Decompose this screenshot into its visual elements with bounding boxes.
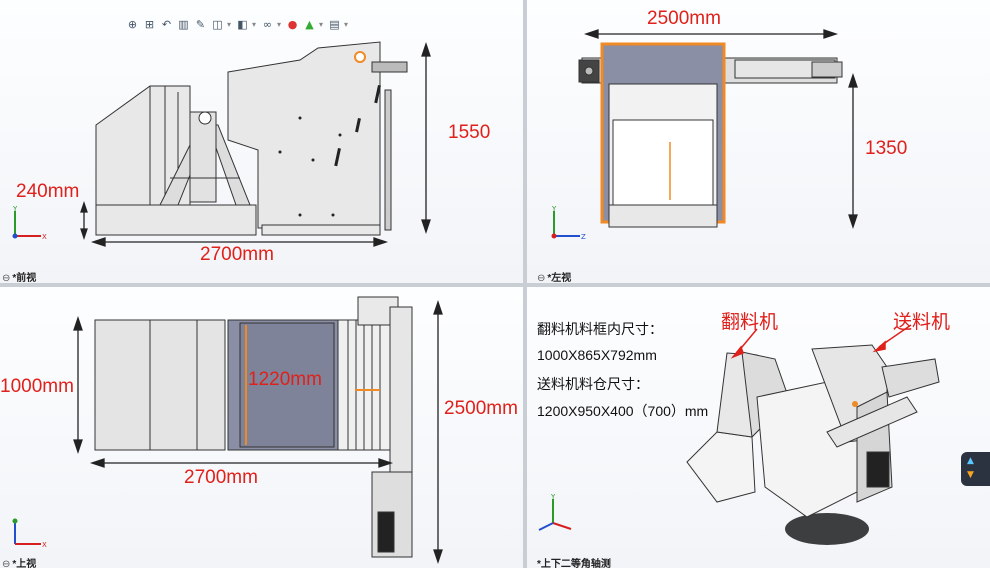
front-view-drawing: [80, 41, 431, 247]
callout-flipper: 翻料机: [721, 312, 779, 333]
svg-text:Z: Z: [581, 233, 586, 241]
axis-triad: Y X: [12, 205, 47, 241]
dimension-height: 1550: [448, 122, 491, 143]
spec-note-line3: 送料机料仓尺寸：: [537, 376, 649, 392]
apply-scene-icon[interactable]: ▲: [305, 17, 314, 31]
view-label-front: ⊖*前视: [2, 273, 37, 283]
left-view-drawing: [578, 29, 858, 230]
dropdown-arrow-icon[interactable]: ▾: [252, 19, 257, 29]
viewport-isometric[interactable]: 翻料机料框内尺寸： 1000X865X792mm 送料机料仓尺寸： 1200X9…: [527, 287, 990, 568]
feeder-housing: [227, 41, 381, 229]
dropdown-arrow-icon[interactable]: ▾: [227, 19, 232, 29]
dropdown-arrow-icon[interactable]: ▾: [319, 19, 324, 29]
link-icon: ⊖: [2, 273, 11, 283]
dropdown-arrow-icon[interactable]: ▾: [344, 19, 349, 29]
svg-text:Y: Y: [12, 205, 18, 213]
spec-note-line1: 翻料机料框内尺寸：: [537, 321, 663, 337]
view-label-isometric: *上下二等角轴测: [537, 559, 611, 568]
edit-appearance-icon[interactable]: ●: [287, 17, 298, 31]
viewport-top[interactable]: 1000mm 1220mm 2700mm 2500mm X ⊖*上视: [0, 287, 523, 568]
dynamic-annotation-icon[interactable]: ✎: [195, 17, 206, 31]
zoom-to-fit-icon[interactable]: ⊕: [127, 17, 138, 31]
dimension-length: 2700mm: [184, 467, 258, 488]
dimension-width: 2500mm: [647, 8, 721, 29]
axis-triad: Y Z: [551, 205, 586, 241]
arrow-up-icon[interactable]: ▲: [967, 456, 974, 466]
dimension-width: 2700mm: [200, 244, 274, 265]
svg-text:X: X: [42, 233, 47, 241]
iso-flipper-side: [686, 431, 756, 503]
dimension-inner: 1220mm: [248, 369, 322, 390]
view-settings-icon[interactable]: ▤: [329, 17, 340, 31]
display-style-icon[interactable]: ◧: [237, 17, 248, 31]
dropdown-arrow-icon[interactable]: ▾: [277, 19, 282, 29]
svg-text:Y: Y: [550, 493, 556, 501]
spec-note-line4: 1200X950X400（700）mm: [537, 403, 709, 419]
top-view-drawing: [73, 296, 443, 565]
view-cube-control[interactable]: ▲ ▼: [961, 452, 990, 486]
arrow-down-icon[interactable]: ▼: [967, 470, 974, 480]
viewport-splitter-horizontal[interactable]: [0, 283, 990, 287]
viewport-front[interactable]: ⊕ ⊞ ↶ ▥ ✎ ◫ ▾ ◧ ▾ ∞ ▾ ● ▲ ▾ ▤ ▾: [0, 0, 523, 283]
heads-up-toolbar: ⊕ ⊞ ↶ ▥ ✎ ◫ ▾ ◧ ▾ ∞ ▾ ● ▲ ▾ ▤ ▾: [125, 14, 350, 34]
hide-show-icon[interactable]: ∞: [262, 17, 273, 31]
view-orientation-icon[interactable]: ◫: [212, 17, 223, 31]
section-view-icon[interactable]: ▥: [178, 17, 189, 31]
svg-text:X: X: [42, 541, 47, 549]
axis-triad: X: [12, 518, 47, 549]
dimension-height: 1350: [865, 138, 908, 159]
previous-view-icon[interactable]: ↶: [161, 17, 172, 31]
isometric-drawing: [686, 324, 940, 545]
view-label-left: ⊖*左视: [537, 273, 572, 283]
dimension-base: 240mm: [16, 181, 80, 202]
viewport-left[interactable]: 2500mm 1350 Y Z ⊖*左视: [527, 0, 990, 283]
dimension-total: 2500mm: [444, 398, 518, 419]
svg-text:Y: Y: [551, 205, 557, 213]
flipper-plan: [94, 319, 226, 451]
link-icon: ⊖: [537, 273, 546, 283]
view-label-top: ⊖*上视: [2, 559, 37, 568]
axis-triad: Y: [538, 493, 572, 531]
iso-feeder-rail: [881, 358, 940, 398]
link-icon: ⊖: [2, 559, 11, 568]
dimension-depth: 1000mm: [0, 376, 74, 397]
zoom-area-icon[interactable]: ⊞: [144, 17, 155, 31]
spec-note-line2: 1000X865X792mm: [537, 347, 657, 363]
flipper-base: [95, 204, 257, 236]
